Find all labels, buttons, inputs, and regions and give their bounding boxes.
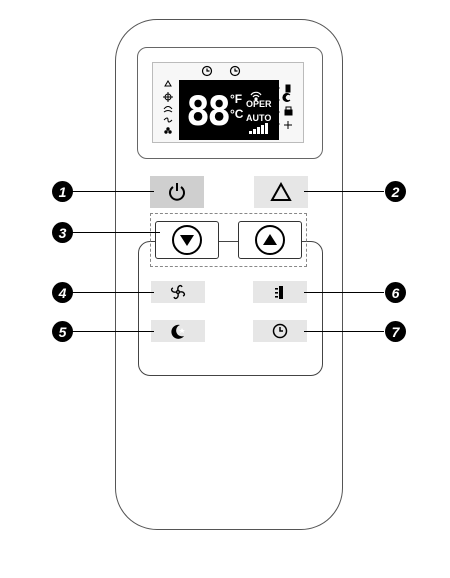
- mode-symbols-icon: [163, 80, 173, 134]
- leader-line-3: [72, 232, 160, 234]
- fan-button[interactable]: [151, 281, 205, 303]
- leader-line-1: [72, 191, 154, 193]
- sleep-button[interactable]: [151, 320, 205, 342]
- leader-line-6: [304, 292, 384, 294]
- callout-2: 2: [385, 181, 406, 202]
- down-arrow-icon: [172, 225, 202, 255]
- power-button[interactable]: [150, 176, 204, 208]
- signal-bars-icon: [249, 123, 268, 134]
- callout-7: 7: [385, 321, 406, 342]
- callout-6: 6: [385, 282, 406, 303]
- lcd-auto-label: AUTO: [246, 113, 272, 123]
- swing-icon: [275, 286, 283, 299]
- signal-icon: [250, 91, 262, 101]
- leader-line-7: [304, 331, 384, 333]
- temp-up-button[interactable]: [238, 221, 302, 259]
- clock-icon: [201, 65, 213, 77]
- swing-button[interactable]: [253, 281, 307, 303]
- up-arrow-icon: [255, 225, 285, 255]
- triangle-marker-icon: [203, 81, 212, 88]
- triangle-mode-icon: [270, 182, 292, 201]
- lcd-digits: 88: [186, 89, 231, 135]
- leader-line-2: [304, 191, 384, 193]
- sleep-moon-icon: [171, 324, 185, 339]
- callout-3: 3: [52, 222, 73, 243]
- mode-button[interactable]: [254, 176, 308, 208]
- right-marker-icons: [274, 84, 280, 128]
- triangle-marker-icon: [231, 81, 240, 88]
- temp-down-button[interactable]: [155, 221, 219, 259]
- leader-line-5: [72, 331, 154, 333]
- timer-button[interactable]: [253, 320, 307, 342]
- temperature-group-outline: [150, 213, 307, 267]
- left-marker-icons: [179, 82, 185, 138]
- callout-4: 4: [52, 282, 73, 303]
- fan-icon: [170, 284, 186, 300]
- power-icon: [169, 183, 185, 201]
- lcd-oper-label: OPER: [246, 99, 272, 109]
- clock-icon: [272, 323, 288, 339]
- lcd-unit-c: °C: [230, 107, 244, 121]
- leader-line-4: [72, 292, 154, 294]
- callout-1: 1: [52, 181, 73, 202]
- callout-5: 5: [52, 321, 73, 342]
- lcd-unit-f: °F: [230, 92, 243, 106]
- button-panel: [138, 241, 323, 376]
- status-symbols-icon: [282, 84, 293, 129]
- clock-icon: [229, 65, 241, 77]
